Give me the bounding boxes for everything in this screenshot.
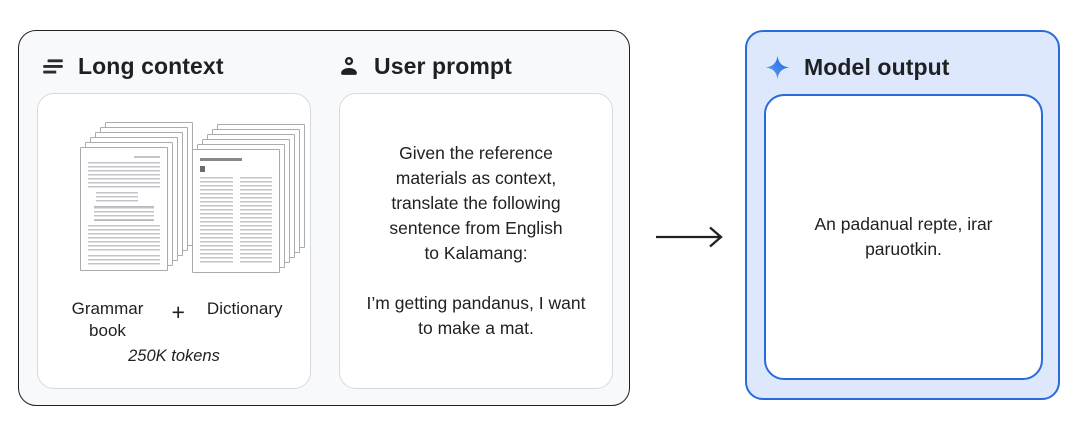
sparkle-icon [764,54,791,81]
page-example-block [96,192,138,202]
token-count-note: 250K tokens [128,347,220,365]
page-paragraph [88,255,160,267]
long-context-title: Long context [78,53,224,79]
person-icon [335,53,362,80]
dictionary-stack [192,124,305,273]
prompt-line: to Kalamang: [424,243,528,263]
dictionary-label: Dictionary [206,299,283,318]
grammar-book-label: Grammar book [71,299,144,340]
page-paragraph [88,162,160,188]
context-panel: Long context User prompt [18,30,630,406]
prompt-line: sentence from English [389,218,563,238]
page-paragraph [88,225,160,251]
dictionary-column [239,177,272,264]
right-arrow-icon [650,223,732,256]
dictionary-columns [200,177,272,264]
dictionary-column [200,177,233,264]
grammar-book-stack [80,122,193,271]
prompt-paragraph-1: Given the reference materials as context… [389,141,562,266]
model-output-header: Model output [764,54,950,81]
page-table [94,206,154,221]
model-output-text: An padanual repte, irar paruotkin. [814,212,992,262]
dictionary-letter-mark [200,166,205,172]
prompt-line: I’m getting pandanus, I want [366,293,586,313]
user-prompt-card: Given the reference materials as context… [339,93,613,389]
model-output-card: An padanual repte, irar paruotkin. [764,94,1043,380]
page-header-line [134,156,160,158]
user-prompt-title: User prompt [374,53,512,79]
model-output-title: Model output [804,54,950,80]
long-context-header: Long context [39,53,224,80]
dictionary-page-front [192,149,280,273]
prompt-line: to make a mat. [418,318,534,338]
prompt-line: Given the reference [399,143,553,163]
output-line: An padanual repte, irar [814,214,993,234]
long-context-card: Grammar book + Dictionary 250K tokens [37,93,311,389]
dictionary-title-line [200,158,242,161]
model-output-panel: Model output An padanual repte, irar par… [745,30,1060,400]
stack-labels-row: Grammar book + Dictionary [38,298,310,342]
output-line: paruotkin. [865,239,942,259]
plus-sign: + [171,299,185,325]
prompt-paragraph-2: I’m getting pandanus, I want to make a m… [367,291,586,341]
user-prompt-header: User prompt [335,53,512,80]
prompt-line: translate the following [391,193,561,213]
notes-icon [39,53,66,80]
prompt-line: materials as context, [395,168,557,188]
grammar-page-front [80,147,168,271]
